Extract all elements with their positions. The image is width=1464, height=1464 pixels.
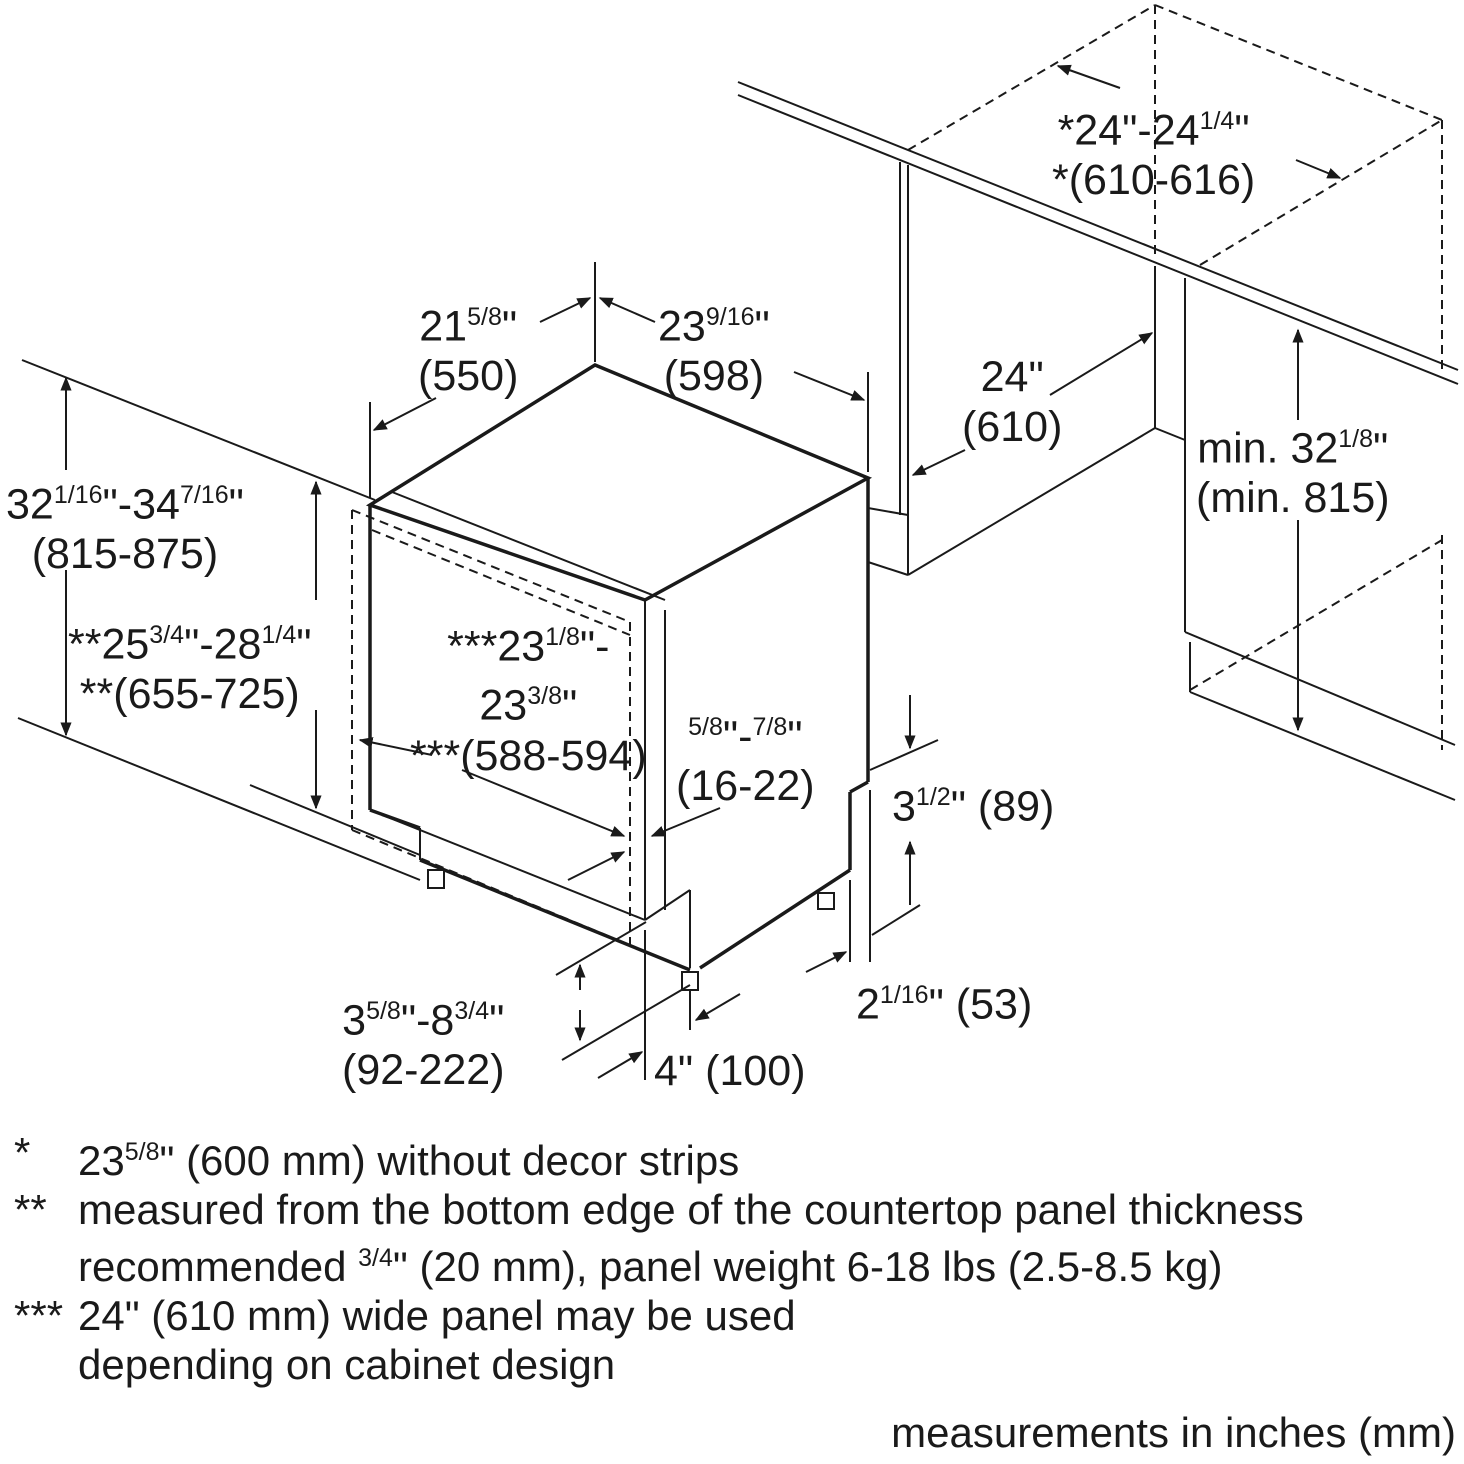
foot-offset-label: 21/16" (53)	[856, 980, 1033, 1029]
toe-depth-label: 4" (100)	[654, 1047, 806, 1095]
total-height-label: 321/16"-347/16" (815-875)	[6, 480, 244, 579]
leg-adjust-label: 35/8"-83/4" (92-222)	[342, 996, 505, 1095]
footnote-mark: **	[14, 1186, 47, 1233]
depth-left-label: 215/8" (550)	[418, 302, 519, 401]
footnotes: * 235/8" (600 mm) without decor strips *…	[14, 1128, 1304, 1389]
cabinet-width-label: *24"-241/4" *(610-616)	[1052, 106, 1256, 205]
cabinet-structure	[737, 4, 1459, 801]
cabinet-depth-label: 24" (610)	[962, 353, 1063, 451]
extension-lines	[369, 262, 939, 1080]
footnote-mark: *	[14, 1129, 31, 1176]
wall-floor-lines	[17, 359, 421, 881]
depth-right-label: 239/16" (598)	[658, 302, 770, 401]
dimension-arrows	[60, 64, 1342, 1079]
footnote-2: ** measured from the bottom edge of the …	[14, 1186, 1304, 1290]
footnote-mark: ***	[14, 1292, 64, 1339]
dishwasher-body	[351, 363, 873, 991]
door-thickness-label: 5/8"-7/8" (16-22)	[676, 712, 815, 811]
footnote-3: *** 24" (610 mm) wide panel may be used …	[14, 1292, 796, 1388]
min-height-label: min. 321/8" (min. 815)	[1196, 424, 1390, 523]
footnote-1: * 235/8" (600 mm) without decor strips	[14, 1129, 740, 1184]
units-note: measurements in inches (mm)	[891, 1409, 1456, 1456]
door-width-label: ***231/8"- 233/8" ***(588-594)	[410, 622, 647, 780]
toe-kick-height-label: 31/2" (89)	[892, 782, 1055, 831]
door-height-label: **253/4"-281/4" **(655-725)	[68, 620, 312, 719]
